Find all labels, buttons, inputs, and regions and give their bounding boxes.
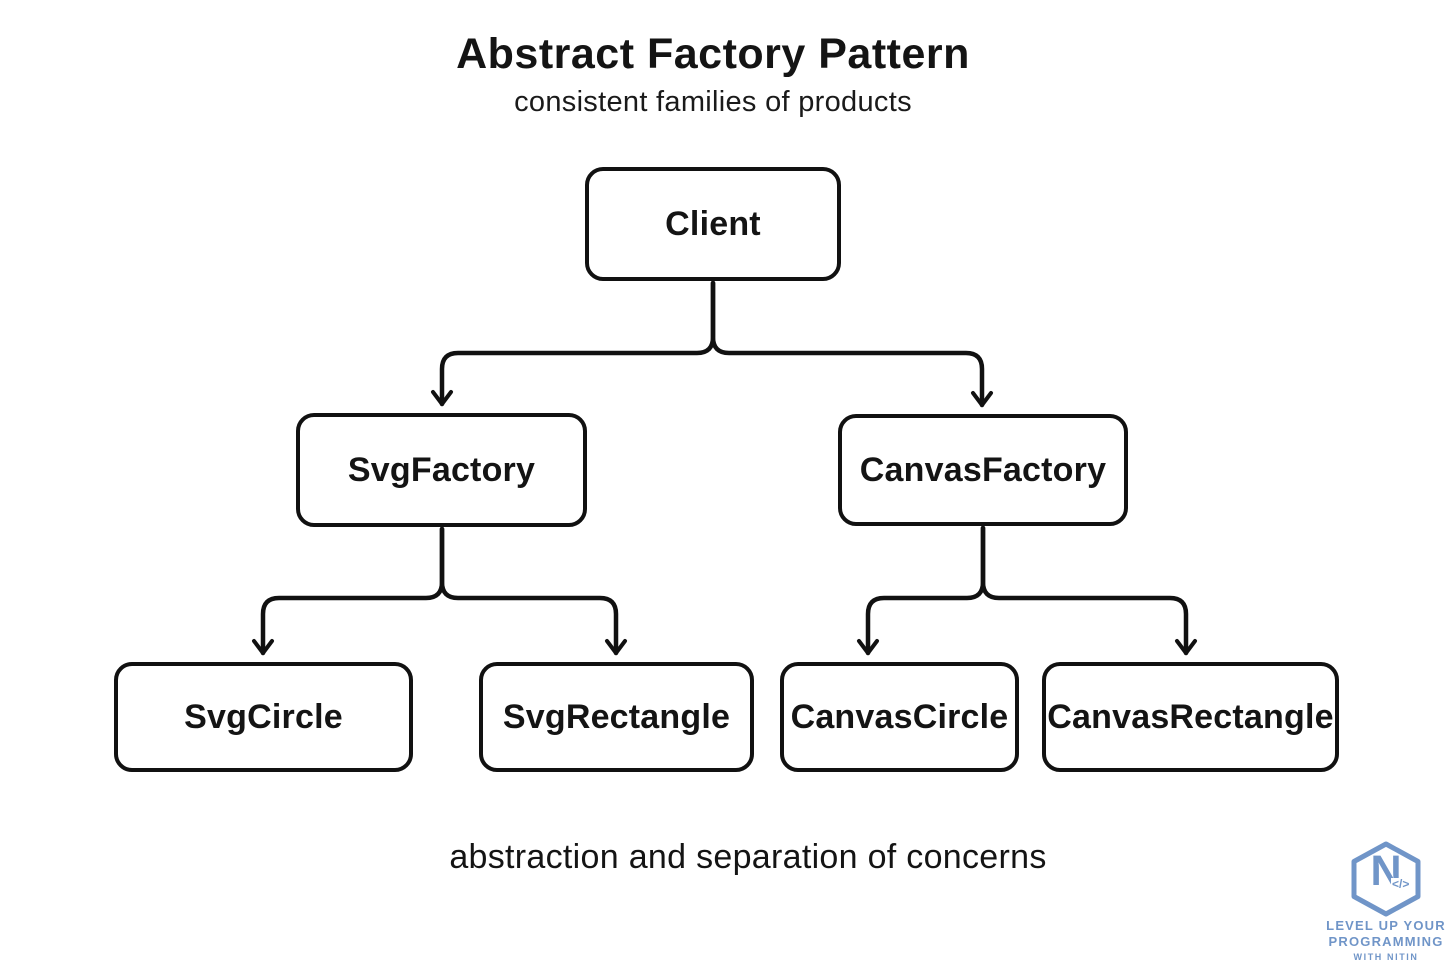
page-caption: abstraction and separation of concerns (449, 838, 1047, 876)
logo-tagline-line2: PROGRAMMING (1328, 934, 1444, 949)
node-canvas-rectangle: CanvasRectangle (1042, 662, 1339, 772)
hexagon-icon (1351, 841, 1421, 917)
edge-canvas-factory-canvas-rectangle (980, 525, 1197, 656)
edge-client-svg-factory (431, 280, 716, 407)
page-subtitle: consistent families of products (514, 86, 912, 118)
edge-canvas-factory-canvas-circle (857, 525, 986, 656)
node-svg-factory: SvgFactory (296, 413, 587, 527)
heading-block: Abstract Factory Pattern consistent fami… (0, 28, 1426, 119)
node-canvas-factory: CanvasFactory (838, 414, 1128, 526)
page-title: Abstract Factory Pattern (456, 30, 970, 78)
node-svg-rectangle-label: SvgRectangle (502, 697, 731, 736)
node-canvas-rectangle-label: CanvasRectangle (1047, 697, 1334, 736)
node-canvas-circle: CanvasCircle (780, 662, 1019, 772)
edge-svg-factory-svg-rectangle (439, 526, 627, 656)
node-client-label: Client (665, 204, 761, 243)
node-canvas-circle-label: CanvasCircle (790, 697, 1009, 736)
hexagon-badge: N </> (1322, 840, 1450, 918)
brand-logo: N </> LEVEL UP YOUR PROGRAMMING WITH NIT… (1322, 840, 1450, 963)
logo-tagline-line3: WITH NITIN (1353, 952, 1419, 962)
node-svg-circle-label: SvgCircle (184, 697, 343, 736)
logo-monogram: N (1370, 847, 1402, 895)
node-client: Client (585, 167, 841, 281)
node-svg-factory-label: SvgFactory (347, 450, 536, 489)
code-brackets-icon: </> (1391, 877, 1411, 891)
logo-tagline-line1: LEVEL UP YOUR (1326, 918, 1446, 933)
edge-client-canvas-factory (710, 280, 993, 408)
edge-svg-factory-svg-circle (252, 526, 445, 656)
node-svg-circle: SvgCircle (114, 662, 413, 772)
node-canvas-factory-label: CanvasFactory (859, 450, 1107, 489)
node-svg-rectangle: SvgRectangle (479, 662, 754, 772)
